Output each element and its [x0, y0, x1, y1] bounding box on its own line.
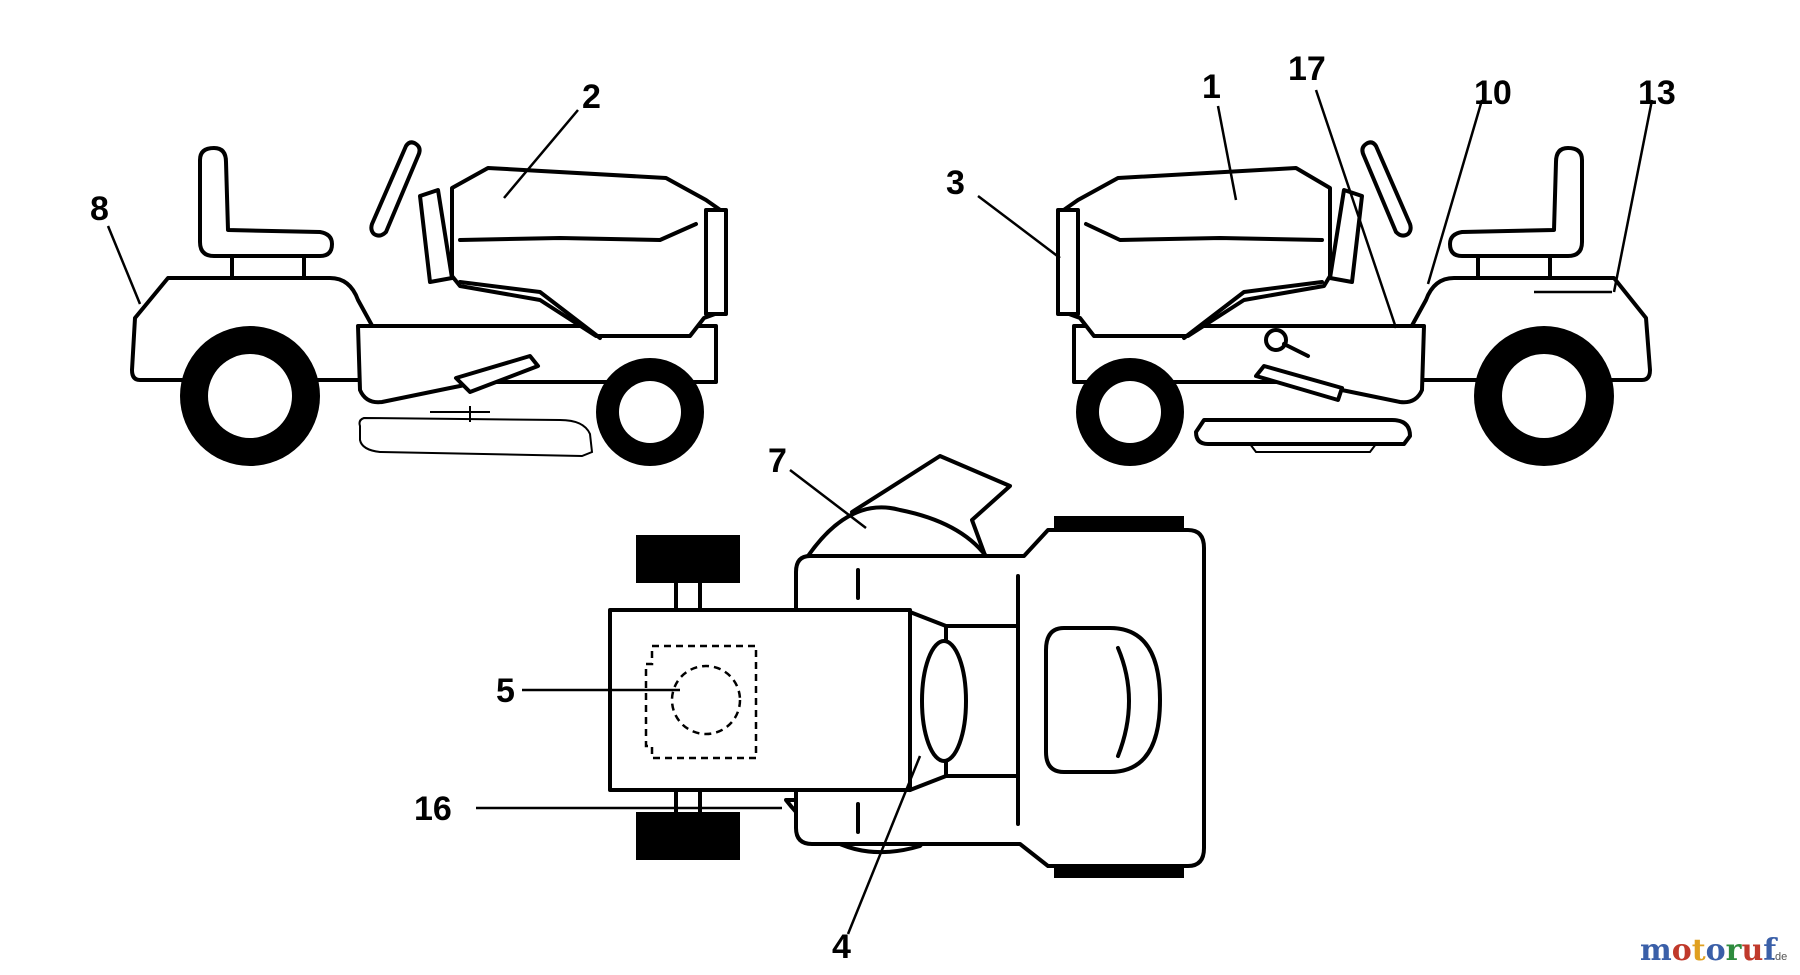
rear-body-top — [608, 608, 912, 792]
grille-left — [704, 208, 728, 316]
seat-post-left — [230, 254, 306, 280]
tractor-top-view — [608, 454, 1206, 878]
steering-column-left — [418, 188, 454, 284]
callout-16: 16 — [414, 790, 452, 828]
watermark-letter: m — [1640, 933, 1672, 968]
lever-knob-right — [1264, 328, 1288, 352]
footrest-right — [1254, 364, 1344, 402]
callout-3: 3 — [946, 164, 965, 202]
fuel-tank-outline — [644, 644, 758, 760]
callout-10: 10 — [1474, 74, 1512, 112]
mower-deck-top — [806, 505, 988, 558]
seat-post-right — [1476, 254, 1552, 280]
rear-tire-bottom — [636, 812, 740, 860]
mower-deck-right — [1194, 418, 1412, 446]
seat-left — [198, 146, 334, 258]
watermark-letter: r — [1726, 933, 1743, 968]
callout-8: 8 — [90, 190, 109, 228]
rear-tire-top — [636, 535, 740, 583]
steering-column-right — [1328, 188, 1364, 284]
tractor-left-view — [130, 140, 728, 466]
footrest-left — [454, 354, 540, 394]
steering-wheel-left — [369, 140, 422, 238]
mower-deck-left — [358, 416, 594, 458]
callout-1: 1 — [1202, 68, 1221, 106]
brand-watermark: motoruf .de — [1640, 933, 1787, 968]
grille-right — [1056, 208, 1080, 316]
watermark-letter: u — [1741, 933, 1763, 968]
callout-7: 7 — [768, 442, 787, 480]
hood-right — [1056, 166, 1332, 338]
callout-2: 2 — [582, 78, 601, 116]
watermark-letter: o — [1672, 933, 1692, 968]
watermark-letter: t — [1692, 933, 1706, 968]
watermark-suffix: .de — [1772, 951, 1787, 963]
callout-4: 4 — [832, 928, 851, 966]
callout-labels: 8 2 3 1 17 10 13 7 5 16 4 — [90, 50, 1676, 966]
watermark-letter: f — [1763, 933, 1778, 968]
leader-lines — [106, 89, 1654, 935]
callout-13: 13 — [1638, 74, 1676, 112]
steering-wheel-top — [920, 639, 968, 763]
callout-5: 5 — [496, 672, 515, 710]
steering-wheel-right — [1360, 140, 1413, 238]
callout-17: 17 — [1288, 50, 1326, 88]
seat-right — [1448, 146, 1584, 258]
tractor-right-view — [1056, 140, 1652, 466]
frame-right — [1072, 324, 1426, 405]
watermark-logo: motoruf — [1640, 933, 1778, 968]
hood-top — [1044, 626, 1162, 774]
watermark-letter: o — [1706, 933, 1726, 968]
hood-left — [450, 166, 728, 338]
